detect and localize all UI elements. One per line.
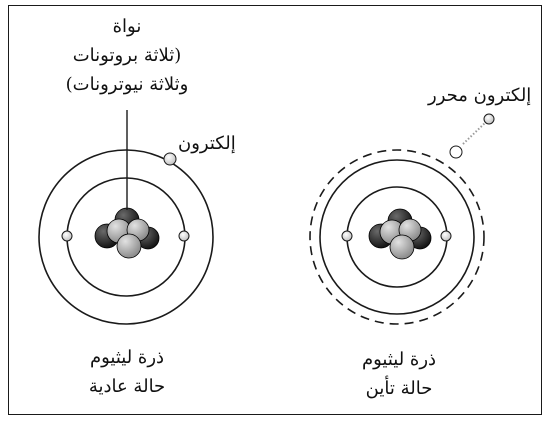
freed-electron-label: إلكترون محرر [428, 81, 531, 110]
right-caption-line-2: حالة تأين [334, 374, 464, 403]
left-caption-line-1: ذرة ليثيوم [62, 343, 192, 372]
right-caption-line-1: ذرة ليثيوم [334, 345, 464, 374]
freed-electron [484, 114, 494, 124]
right-inner-electron-1 [342, 231, 352, 241]
nucleus-label-line-2: (ثلاثة بروتونات [57, 41, 197, 70]
right-caption: ذرة ليثيوم حالة تأين [334, 345, 464, 403]
right-atom [310, 114, 494, 324]
nucleus-label: نواة (ثلاثة بروتونات وثلاثة نيوترونات) [57, 12, 197, 99]
left-nucleus [95, 208, 159, 258]
nucleus-label-line-1: نواة [57, 12, 197, 41]
left-inner-electron-1 [62, 231, 72, 241]
right-inner-electron-2 [441, 231, 451, 241]
right-nucleus [369, 209, 431, 259]
freed-electron-trail [463, 122, 486, 144]
left-caption: ذرة ليثيوم حالة عادية [62, 343, 192, 401]
electron-label: إلكترون [178, 129, 236, 158]
left-inner-electron-2 [179, 231, 189, 241]
vacated-electron-position [450, 146, 462, 158]
left-caption-line-2: حالة عادية [62, 372, 192, 401]
nucleus-label-line-3: وثلاثة نيوترونات) [57, 70, 197, 99]
left-outer-electron [164, 153, 176, 165]
